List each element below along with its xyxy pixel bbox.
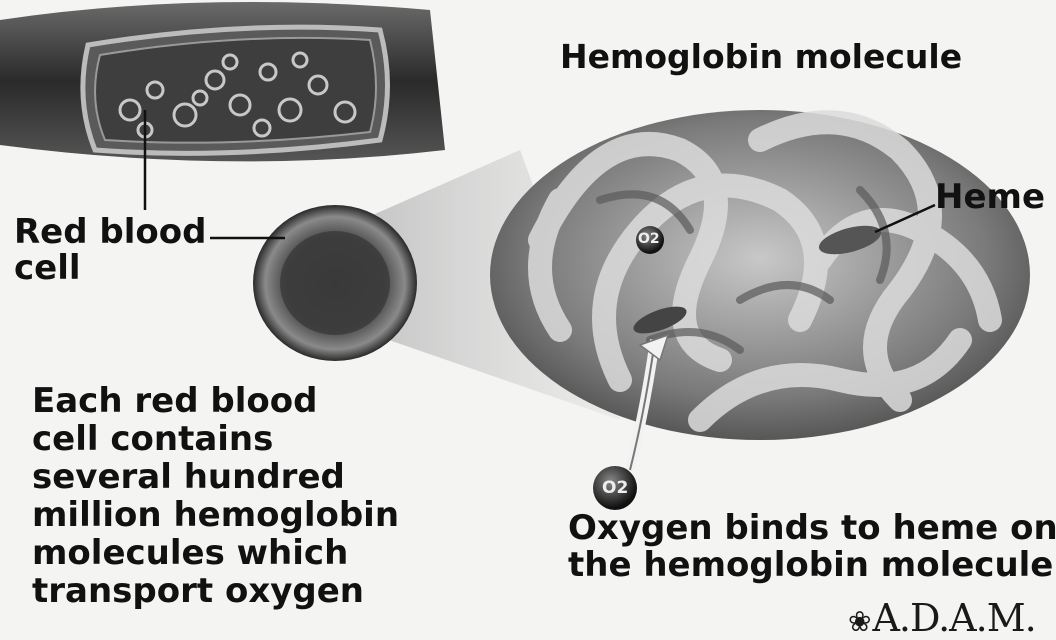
diagram-title: Hemoglobin molecule	[560, 40, 962, 75]
bound-o2-label: O2	[638, 231, 660, 247]
adam-flower-icon: ❀	[848, 605, 870, 638]
hemoglobin-molecule	[490, 110, 1030, 440]
free-o2-label: O2	[602, 478, 628, 498]
red-blood-cell	[210, 205, 417, 361]
hemoglobin-description: Each red blood cell contains several hun…	[32, 382, 412, 610]
red-blood-cell-label: Red blood cell	[14, 215, 224, 286]
blood-vessel	[0, 2, 445, 210]
adam-logo: ❀A.D.A.M.	[848, 596, 1036, 640]
logo-text: A.D.A.M.	[872, 596, 1035, 640]
oxygen-binding-caption: Oxygen binds to heme on the hemoglobin m…	[568, 510, 1056, 583]
heme-label: Heme	[935, 180, 1045, 216]
